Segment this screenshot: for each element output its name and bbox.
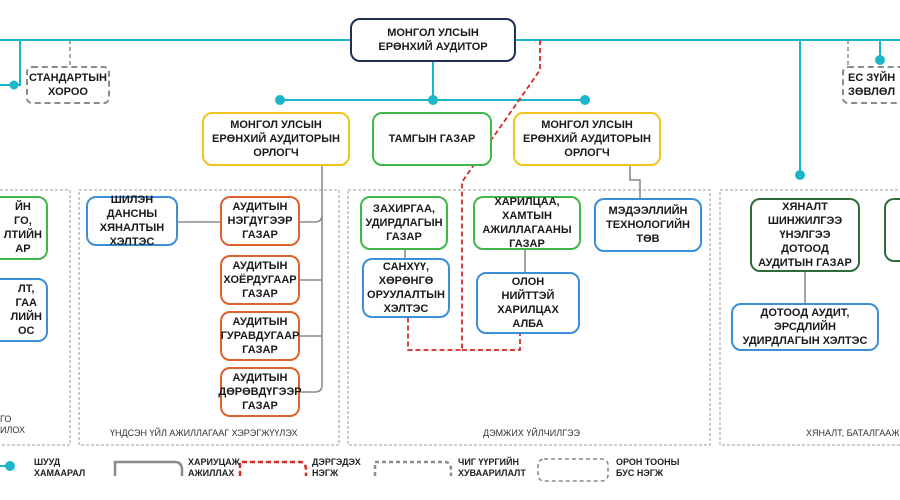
- legend-subordinate: ДЭРГЭДЭХ НЭГЖ: [312, 457, 361, 478]
- section-frame-control: [719, 189, 900, 446]
- subordinate-line: [407, 40, 541, 351]
- legend-direct: ШУУД ХАМААРАЛ: [34, 457, 86, 478]
- legend-functional: ЧИГ ҮҮРГИЙН ХУВААРИЛАЛТ: [458, 457, 526, 478]
- left-partial-box-1: ЙН ГО, ЛТИЙН АР: [0, 196, 48, 260]
- left-partial-caption: ГО ИЛОХ: [0, 414, 25, 435]
- admin-box: ЗАХИРГАА, УДИРДЛАГЫН ГАЗАР: [360, 196, 448, 250]
- left-partial-box-2: ЛТ, ГАА ЛИЙН ОС: [0, 278, 48, 342]
- audit-dept-4-box: АУДИТЫН ДӨРӨВДҮГЭЭР ГАЗАР: [218, 367, 302, 417]
- connector-dots: [9, 55, 885, 180]
- section-frame-left: [0, 189, 71, 446]
- finance-box: САНХҮҮ, ХӨРӨНГӨ ОРУУЛАЛТЫН ХЭЛТЭС: [362, 258, 450, 318]
- deputy-right-box: МОНГОЛ УЛСЫН ЕРӨНХИЙ АУДИТОРЫН ОРЛОГЧ: [513, 112, 661, 166]
- legend-nonstaff: ОРОН ТООНЫ БУС НЭГЖ: [616, 457, 680, 478]
- expert-council-box: ЕС ЗҮЙН ЗӨВЛӨЛ: [842, 66, 900, 104]
- audit-dept-3-box: АУДИТЫН ГУРАВДУГААР ГАЗАР: [220, 311, 300, 361]
- auditor-general-box: МОНГОЛ УЛСЫН ЕРӨНХИЙ АУДИТОР: [350, 18, 516, 62]
- reporting-lines: [178, 165, 806, 393]
- internal-audit-box: ДОТООД АУДИТ, ЭРСДЛИЙН УДИРДЛАГЫН ХЭЛТЭС: [731, 303, 879, 351]
- control-section-caption: ХЯНАЛТ, БАТАЛГААЖ: [806, 428, 900, 438]
- deputy-left-box: МОНГОЛ УЛСЫН ЕРӨНХИЙ АУДИТОРЫН ОРЛОГЧ: [202, 112, 350, 166]
- monitoring-box: ХЯНАЛТ ШИНЖИЛГЭЭ ҮНЭЛГЭЭ ДОТООД АУДИТЫН …: [750, 198, 860, 272]
- core-section-caption: ҮНДСЭН ҮЙЛ АЖИЛЛАГААГ ХЭРЭГЖҮҮЛЭХ: [110, 428, 298, 438]
- section-frame-support: [347, 189, 711, 446]
- legend-glyphs: [0, 458, 609, 482]
- select-accounts-box: ШИЛЭН ДАНСНЫ ХЯНАЛТЫН ХЭЛТЭС: [86, 194, 178, 248]
- audit-dept-2-box: АУДИТЫН ХОЁРДУГААР ГАЗАР: [220, 255, 300, 305]
- support-section-caption: ДЭМЖИХ ҮЙЛЧИЛГЭЭ: [483, 428, 580, 438]
- section-frame-core: [78, 189, 340, 446]
- legend-reporting: ХАРИУЦАЖ АЖИЛЛАХ: [188, 457, 240, 478]
- secretariat-box: ТАМГЫН ГАЗАР: [372, 112, 492, 166]
- public-relations-box: ОЛОН НИЙТТЭЙ ХАРИЛЦАХ АЛБА: [476, 272, 580, 334]
- audit-dept-1-box: АУДИТЫН НЭГДҮГЭЭР ГАЗАР: [220, 196, 300, 246]
- standards-committee-box: СТАНДАРТЫН ХОРОО: [26, 66, 110, 104]
- cooperation-box: ХАРИЛЦАА, ХАМТЫН АЖИЛЛАГААНЫ ГАЗАР: [473, 196, 581, 250]
- it-center-box: МЭДЭЭЛЛИЙН ТЕХНОЛОГИЙН ТӨВ: [594, 198, 702, 252]
- control-partial-box: [884, 198, 900, 262]
